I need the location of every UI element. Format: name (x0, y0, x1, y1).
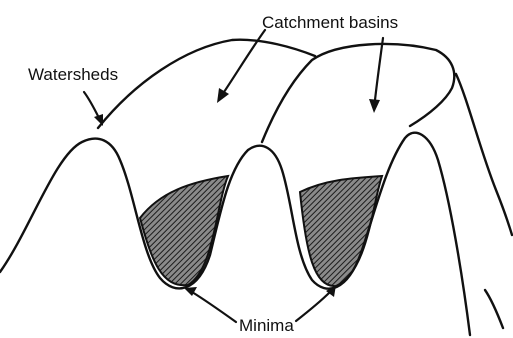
minima-pointer-right (296, 292, 330, 321)
minima-label: Minima (239, 316, 294, 335)
watershed-ridge-left (98, 40, 315, 128)
minima-pointer-left (192, 292, 236, 322)
catchment-arrowhead-right (369, 99, 380, 113)
catchment-pointer-right (375, 38, 383, 100)
watersheds-label: Watersheds (28, 65, 118, 84)
minimum-basin-right (300, 176, 382, 286)
watersheds-pointer (84, 92, 99, 118)
catchment-basins-label: Catchment basins (262, 13, 398, 32)
catchment-arrowhead-left (217, 88, 229, 103)
terrain-profile (0, 133, 470, 335)
watershed-ridge-right (456, 74, 512, 235)
watershed-ridge-middle (262, 44, 454, 142)
terrain-edge-right (485, 290, 503, 328)
watersheds-arrowhead (94, 114, 103, 126)
